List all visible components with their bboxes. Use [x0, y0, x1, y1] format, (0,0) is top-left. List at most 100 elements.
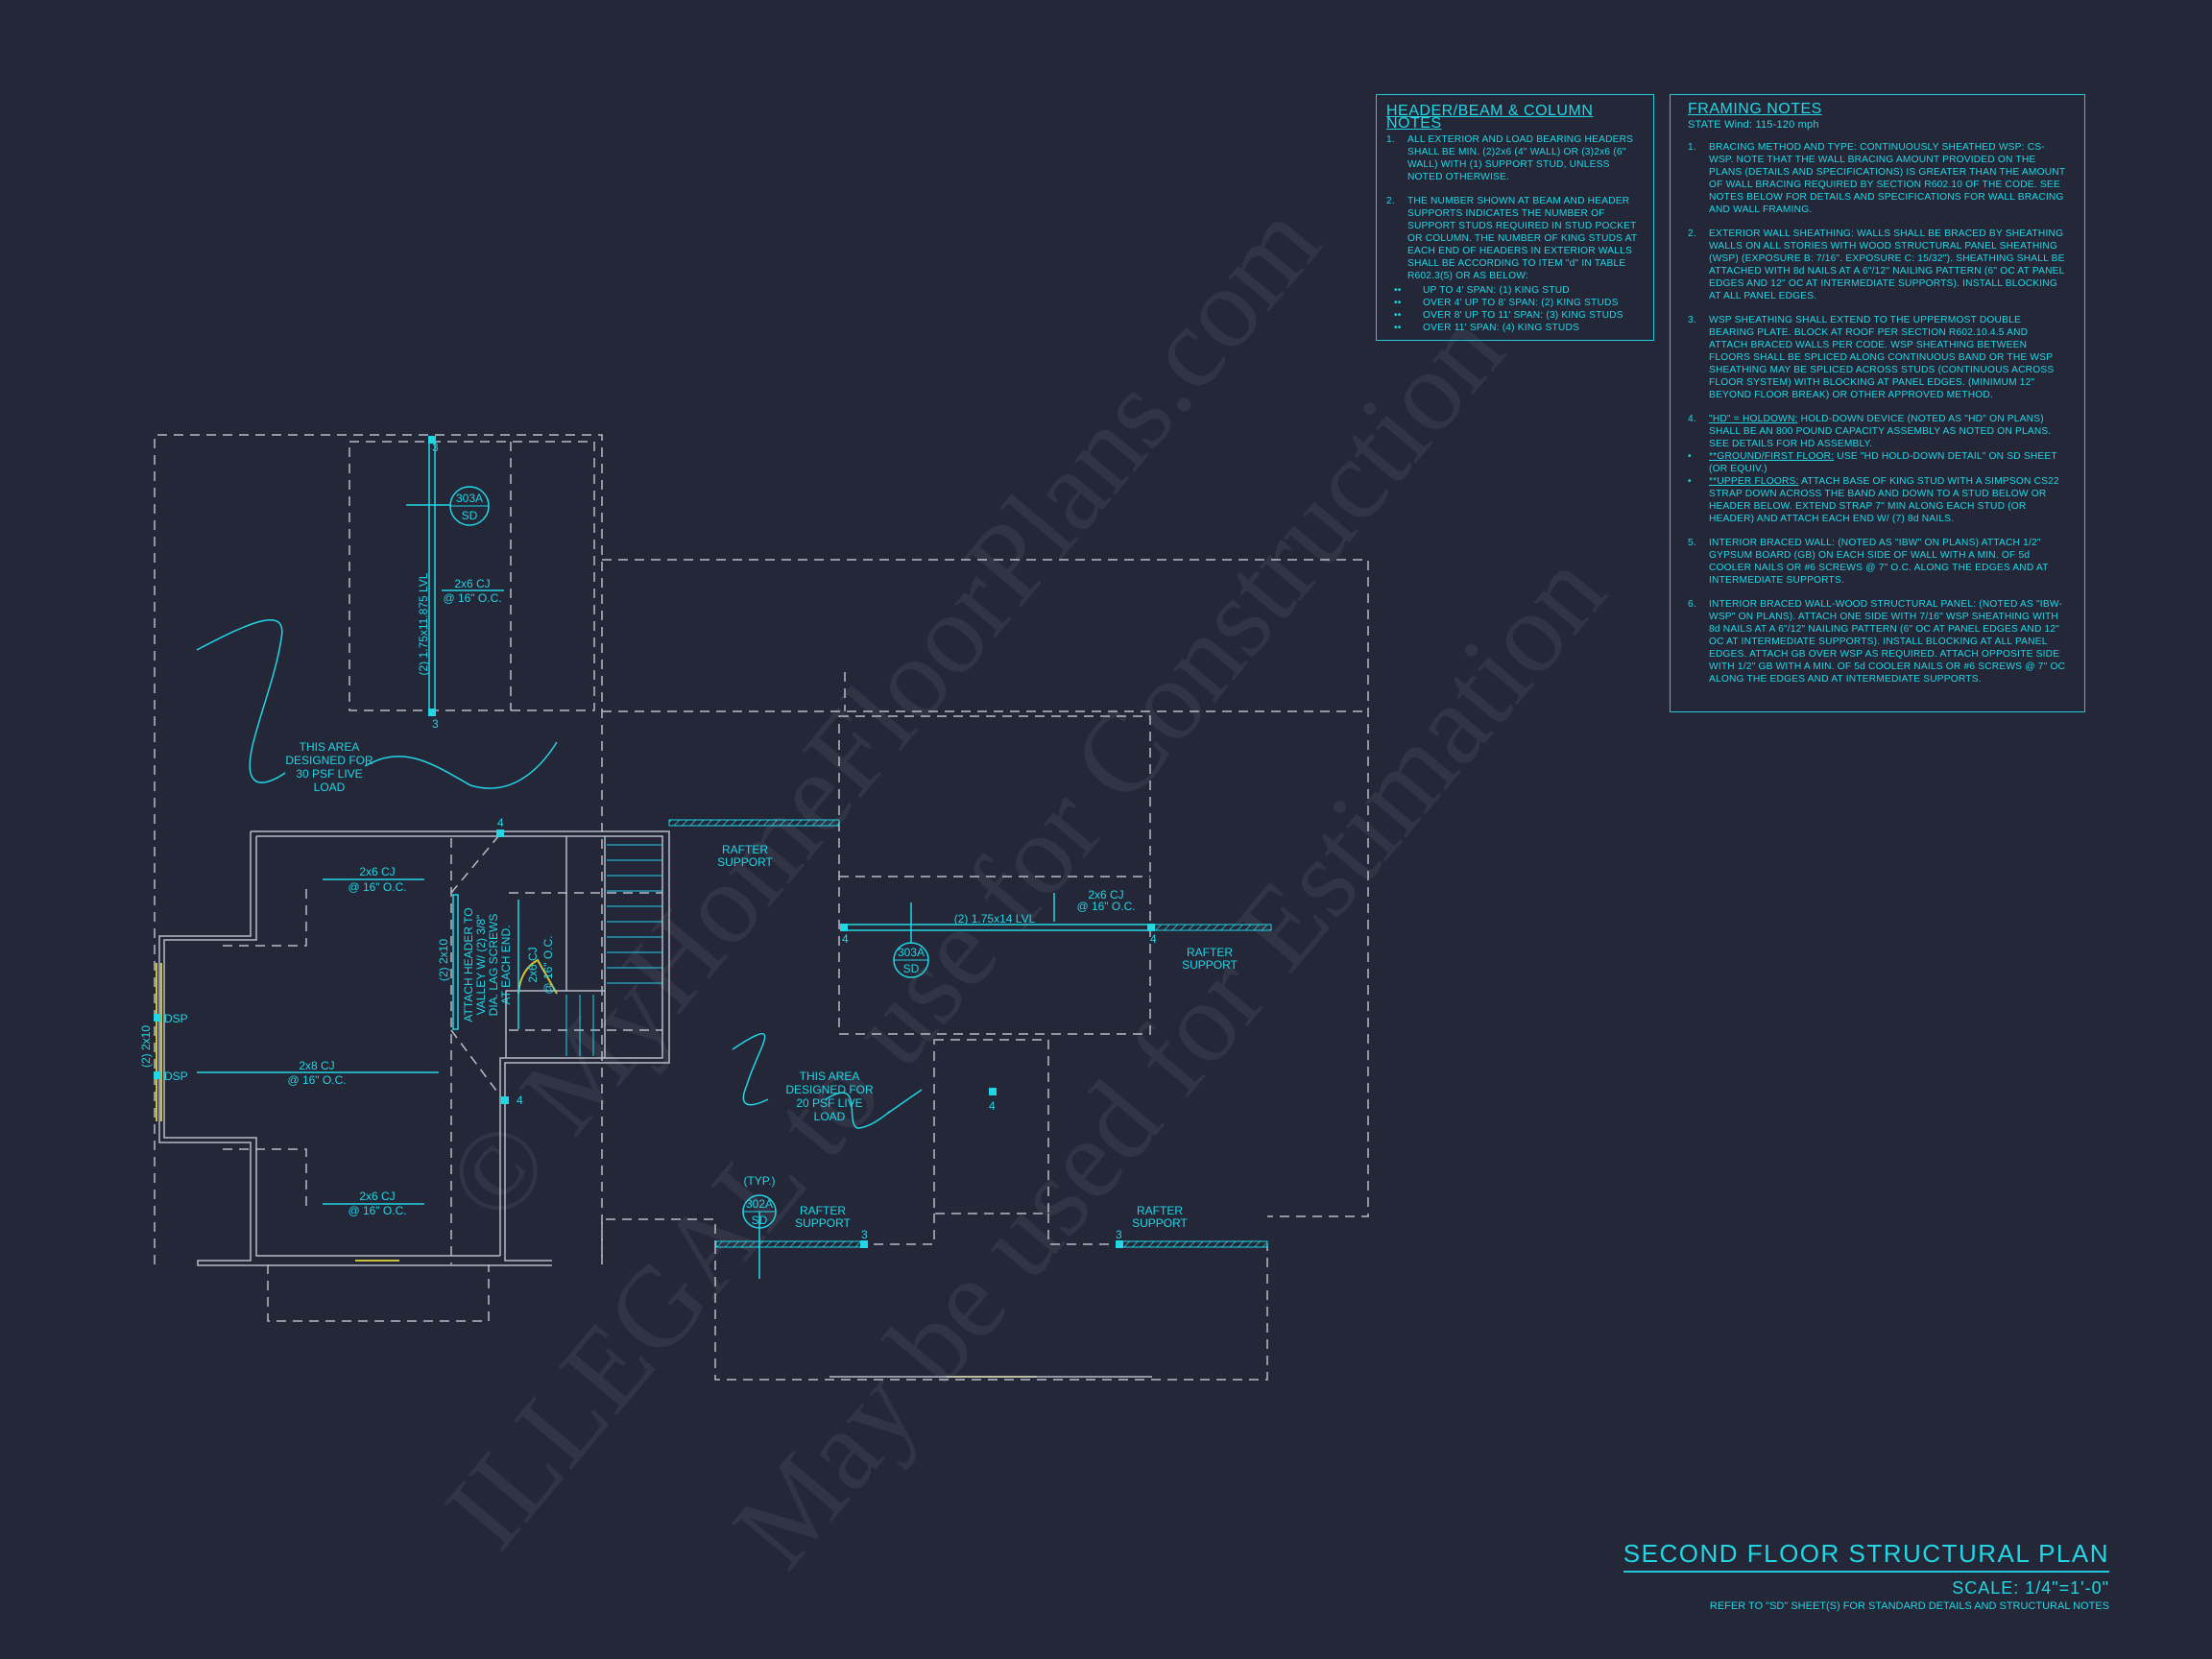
svg-text:4: 4: [989, 1099, 996, 1113]
note-text: WSP SHEATHING SHALL EXTEND TO THE UPPERM…: [1709, 315, 2055, 400]
svg-text:3: 3: [861, 1228, 868, 1241]
dashed-outlines: [154, 434, 1369, 1381]
note-text: INTERIOR BRACED WALL: (NOTED AS "IBW" ON…: [1709, 538, 2049, 586]
note-number: 1.: [1386, 134, 1395, 145]
note-item: 3.WSP SHEATHING SHALL EXTEND TO THE UPPE…: [1688, 314, 2067, 401]
svg-text:4: 4: [842, 932, 849, 946]
note-item: 2.EXTERIOR WALL SHEATHING: WALLS SHALL B…: [1688, 228, 2067, 302]
note-text: ALL EXTERIOR AND LOAD BEARING HEADERS SH…: [1407, 134, 1634, 182]
svg-text:3: 3: [432, 441, 439, 454]
detail-bubble-303a-center[interactable]: 303A SD: [893, 942, 929, 978]
svg-text:SUPPORT: SUPPORT: [1182, 958, 1238, 972]
notes-title: HEADER/BEAM & COLUMN NOTES: [1386, 103, 1594, 132]
svg-text:2x6 CJ: 2x6 CJ: [454, 577, 490, 590]
svg-text:THIS AREA: THIS AREA: [300, 740, 360, 754]
title-block: SECOND FLOOR STRUCTURAL PLAN SCALE: 1/4"…: [1623, 1539, 2109, 1612]
svg-text:2x8 CJ: 2x8 CJ: [299, 1059, 334, 1072]
reference-note: REFER TO "SD" SHEET(S) FOR STANDARD DETA…: [1709, 1600, 2109, 1612]
svg-text:302A: 302A: [746, 1197, 773, 1211]
drawing-title: SECOND FLOOR STRUCTURAL PLAN: [1623, 1539, 2109, 1573]
bullet-text: OVER 11' SPAN: (4) KING STUDS: [1423, 323, 1580, 333]
svg-text:(2) 2x10: (2) 2x10: [437, 939, 450, 981]
framing-notes: FRAMING NOTES STATE Wind: 115-120 mph 1.…: [1670, 94, 2085, 712]
notes-title: FRAMING NOTES: [1688, 101, 1822, 117]
note-item: 4."HD" = HOLDOWN: HOLD-DOWN DEVICE (NOTE…: [1688, 414, 2052, 449]
svg-text:SD: SD: [903, 962, 920, 975]
svg-text:DSP: DSP: [164, 1070, 188, 1083]
drawing-scale: SCALE: 1/4"=1'-0": [1952, 1578, 2109, 1598]
note-label: **GROUND/FIRST FLOOR:: [1709, 451, 1835, 462]
header-2x10: [452, 894, 459, 1030]
svg-text:LOAD: LOAD: [314, 781, 346, 794]
svg-text:(2) 1.75x11.875 LVL: (2) 1.75x11.875 LVL: [417, 572, 430, 675]
detail-bubble-302a[interactable]: 302A SD (TYP.): [742, 1174, 777, 1229]
svg-text:SD: SD: [462, 509, 478, 522]
svg-text:20 PSF LIVE: 20 PSF LIVE: [796, 1096, 862, 1110]
svg-text:303A: 303A: [456, 492, 483, 505]
svg-text:30 PSF LIVE: 30 PSF LIVE: [296, 767, 362, 781]
svg-text:AT EACH END.: AT EACH END.: [499, 926, 513, 1005]
svg-text:SUPPORT: SUPPORT: [795, 1216, 851, 1230]
wind-speed: STATE Wind: 115-120 mph: [1688, 119, 1819, 131]
walls: [158, 830, 670, 1266]
svg-text:RAFTER: RAFTER: [1187, 946, 1233, 959]
note-item: 6.INTERIOR BRACED WALL-WOOD STRUCTURAL P…: [1688, 599, 2066, 685]
posts: [154, 436, 1155, 1248]
note-item: 5.INTERIOR BRACED WALL: (NOTED AS "IBW" …: [1688, 537, 2067, 587]
svg-text:2x6 CJ: 2x6 CJ: [1088, 888, 1123, 902]
svg-text:DIA. LAG SCREWS: DIA. LAG SCREWS: [487, 914, 500, 1017]
bullet: •**UPPER FLOORS: ATTACH BASE OF KING STU…: [1688, 476, 2059, 524]
svg-text:@ 16" O.C.: @ 16" O.C.: [348, 880, 406, 894]
note-text: INTERIOR BRACED WALL-WOOD STRUCTURAL PAN…: [1709, 599, 2066, 685]
note-label: **UPPER FLOORS:: [1709, 476, 1799, 487]
svg-text:DSP: DSP: [164, 1012, 188, 1025]
svg-text:2x6 CJ: 2x6 CJ: [359, 865, 395, 878]
svg-text:3: 3: [1116, 1228, 1122, 1241]
note-label: "HD" = HOLDOWN:: [1709, 414, 1798, 424]
bullet: ••UP TO 4' SPAN: (1) KING STUD: [1394, 285, 1570, 296]
detail-bubble-303a-left[interactable]: 303A SD: [449, 486, 490, 526]
note-text: BRACING METHOD AND TYPE: CONTINUOUSLY SH…: [1709, 142, 2066, 215]
bullet: ••OVER 4' UP TO 8' SPAN: (2) KING STUDS: [1394, 298, 1619, 308]
svg-text:DESIGNED FOR: DESIGNED FOR: [785, 1083, 874, 1096]
svg-text:(TYP.): (TYP.): [743, 1174, 775, 1188]
svg-text:4: 4: [517, 1094, 523, 1107]
svg-text:303A: 303A: [898, 946, 925, 959]
note-text: ATTACH BASE OF KING STUD WITH A SIMPSON …: [1709, 476, 2059, 524]
svg-text:@ 16" O.C.: @ 16" O.C.: [541, 935, 555, 994]
svg-text:RAFTER: RAFTER: [800, 1204, 846, 1217]
header-beam-column-notes: HEADER/BEAM & COLUMN NOTES 1. ALL EXTERIO…: [1376, 94, 1654, 341]
svg-text:LOAD: LOAD: [814, 1110, 846, 1123]
svg-text:2x6 CJ: 2x6 CJ: [359, 1190, 395, 1203]
note-text: USE "HD HOLD-DOWN DETAIL" ON SD SHEET (O…: [1709, 451, 2057, 474]
svg-text:2x6 CJ: 2x6 CJ: [526, 947, 540, 982]
note-item: 2.THE NUMBER SHOWN AT BEAM AND HEADER SU…: [1386, 195, 1644, 282]
leader-curves: [196, 619, 923, 1129]
svg-text:(2) 2x10: (2) 2x10: [139, 1025, 153, 1068]
watermark: © MyHomeFloorPlans.com ILLEGAL to use fo…: [421, 179, 1629, 1590]
stairs: [565, 844, 662, 1056]
note-text: THE NUMBER SHOWN AT BEAM AND HEADER SUPP…: [1407, 196, 1638, 281]
svg-text:@ 16" O.C.: @ 16" O.C.: [443, 591, 501, 605]
svg-text:VALLEY W/ (2) 3/8": VALLEY W/ (2) 3/8": [474, 915, 488, 1016]
svg-text:@ 16" O.C.: @ 16" O.C.: [348, 1204, 406, 1217]
svg-text:RAFTER: RAFTER: [722, 843, 768, 856]
svg-text:3: 3: [432, 717, 439, 731]
joist-span-arrows: [197, 589, 1055, 1205]
svg-text:THIS AREA: THIS AREA: [800, 1070, 860, 1083]
svg-text:@ 16" O.C.: @ 16" O.C.: [1076, 900, 1135, 913]
note-text: HOLD-DOWN DEVICE (NOTED AS "HD" ON PLANS…: [1709, 414, 2052, 449]
svg-text:SD: SD: [752, 1214, 768, 1227]
svg-text:ATTACH HEADER TO: ATTACH HEADER TO: [462, 907, 475, 1022]
bullet: ••OVER 11' SPAN: (4) KING STUDS: [1394, 323, 1580, 333]
note-item: 1.BRACING METHOD AND TYPE: CONTINUOUSLY …: [1688, 142, 2066, 215]
svg-text:@ 16" O.C.: @ 16" O.C.: [287, 1073, 346, 1087]
bullet-text: OVER 8' UP TO 11' SPAN: (3) KING STUDS: [1423, 310, 1623, 321]
svg-text:RAFTER: RAFTER: [1137, 1204, 1183, 1217]
svg-text:SUPPORT: SUPPORT: [717, 855, 773, 869]
bullet: ••OVER 8' UP TO 11' SPAN: (3) KING STUDS: [1394, 310, 1623, 321]
svg-text:4: 4: [1150, 932, 1157, 946]
bullet-text: OVER 4' UP TO 8' SPAN: (2) KING STUDS: [1423, 298, 1619, 308]
note-text: EXTERIOR WALL SHEATHING: WALLS SHALL BE …: [1709, 228, 2065, 301]
